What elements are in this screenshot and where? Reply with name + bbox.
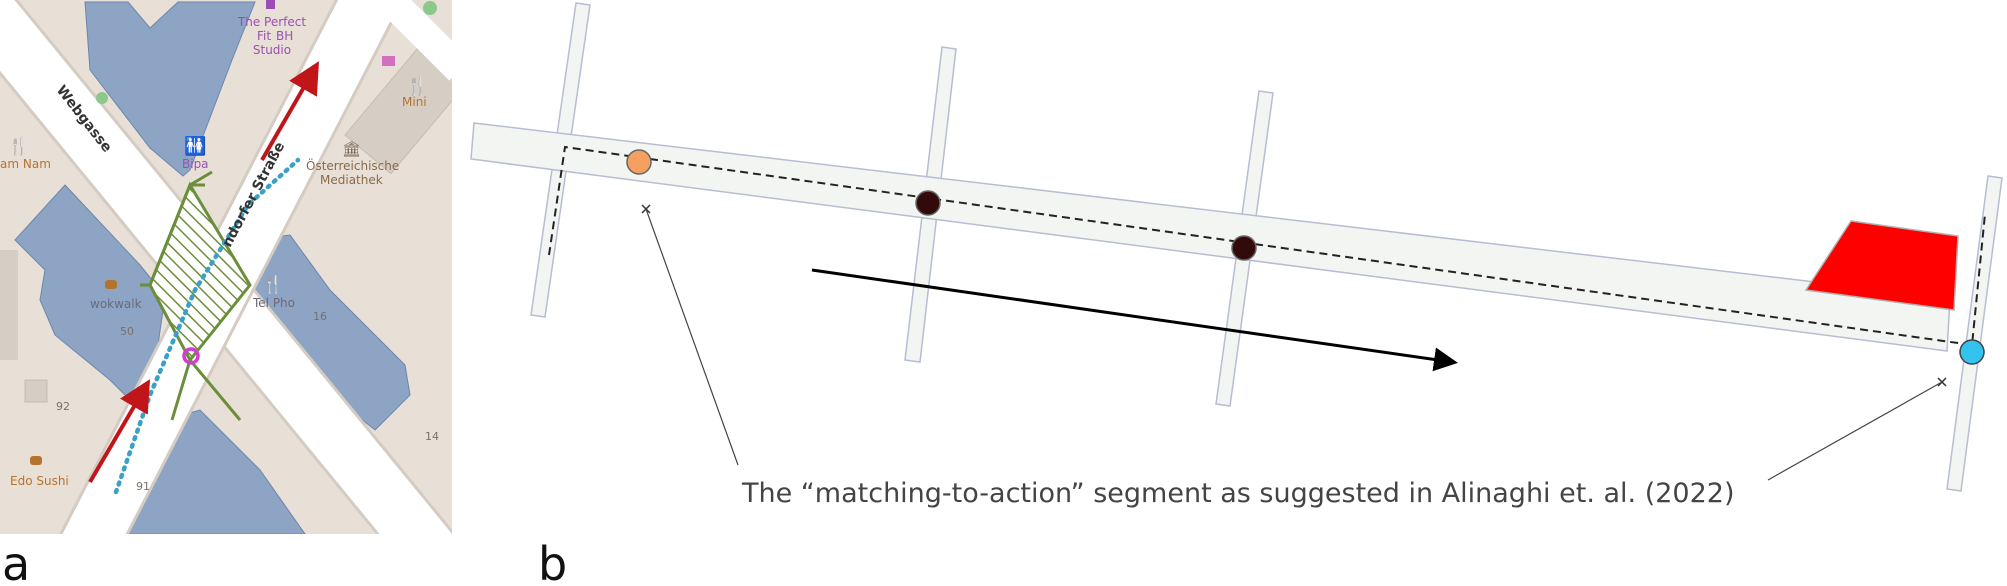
person-icon: 🚻	[184, 135, 206, 157]
direction-arrow	[88, 379, 151, 484]
green-dot	[96, 92, 108, 104]
svg-text:Fit BH: Fit BH	[257, 29, 293, 43]
house-number: 14	[425, 430, 439, 443]
match-point	[915, 190, 941, 216]
building	[0, 250, 18, 360]
intersection-line	[189, 170, 213, 187]
svg-text:Studio: Studio	[253, 43, 291, 57]
panel-b-schematic: The “matching-to-action” segment as sugg…	[470, 2, 2003, 509]
poi-label-studio: Studio	[253, 43, 291, 57]
poi-icon	[266, 0, 275, 9]
intersection-outline	[188, 359, 242, 421]
poi-label-am-nam: am Nam	[0, 157, 51, 171]
poi-label-bh: BH	[276, 29, 293, 43]
start-point	[626, 149, 652, 175]
direction-arrow	[811, 268, 1458, 372]
house-number: 91	[136, 480, 150, 493]
poi-label-mediathek: Mediathek	[320, 173, 383, 187]
direction-arrow	[260, 61, 319, 161]
fastfood-icon	[105, 280, 117, 289]
poi-label-wokwalk: wokwalk	[90, 297, 142, 311]
poi-label-bipa: Bipa	[182, 157, 209, 171]
restaurant-icon: 🍴	[262, 274, 283, 295]
tv-icon	[382, 56, 395, 66]
poi-label-edo-sushi: Edo Sushi	[10, 474, 69, 488]
poi-label-oesterreichische: Österreichische	[306, 157, 399, 173]
end-point	[1959, 339, 1985, 365]
poi-label-mini: Mini	[402, 95, 427, 109]
house-number: 92	[56, 400, 70, 413]
fastfood-icon	[30, 456, 42, 465]
poi-label-fit: Fit	[257, 29, 271, 43]
panel-a-map: 🍴 🏛 🚻 🍴 🍴 The Perfect Fit BH Studio Mini…	[0, 0, 452, 534]
target-area	[1804, 220, 1959, 311]
position-marker	[182, 347, 200, 365]
leader-line	[1767, 381, 1943, 481]
match-point	[1231, 235, 1257, 261]
panel-b-letter: b	[538, 537, 567, 586]
house-number: 50	[120, 325, 134, 338]
road-top-right	[379, 0, 452, 81]
leader-line	[645, 208, 739, 466]
intersection-outline	[170, 359, 192, 421]
intersection-outline	[140, 183, 205, 287]
cross-street	[1946, 175, 2003, 492]
green-dot	[423, 1, 437, 15]
poi-label-tel-pho: Tel Pho	[252, 296, 295, 310]
building	[84, 1, 256, 177]
panel-a-letter: a	[2, 537, 30, 586]
svg-text:The Perfect: The Perfect	[237, 15, 306, 29]
poi-label-perfect-fit: The Perfect	[237, 15, 306, 29]
restaurant-icon: 🍴	[406, 75, 428, 97]
restaurant-icon: 🍴	[8, 136, 29, 157]
gps-trace	[113, 157, 301, 495]
matched-path	[548, 145, 1986, 347]
caption: The “matching-to-action” segment as sugg…	[741, 478, 1735, 509]
building	[24, 379, 48, 403]
museum-icon: 🏛	[342, 140, 361, 158]
house-number: 16	[313, 310, 327, 323]
